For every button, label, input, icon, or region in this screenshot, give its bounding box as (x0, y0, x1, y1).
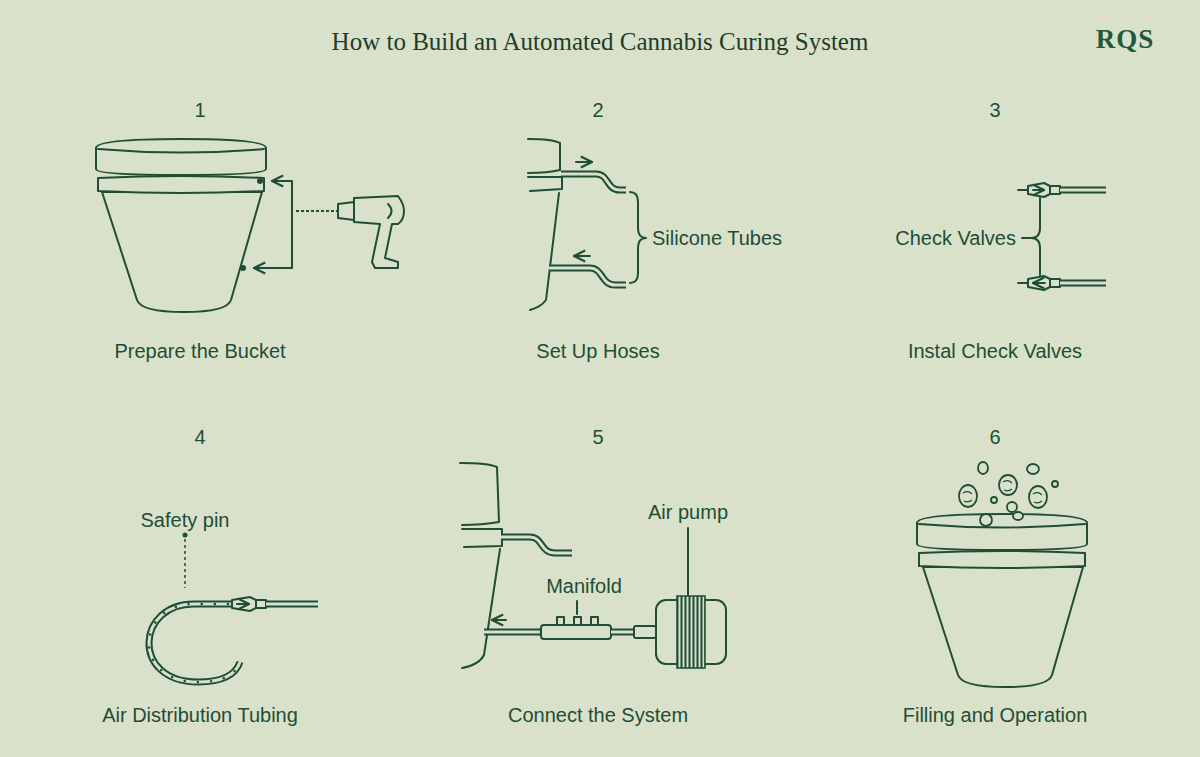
system-drawing (460, 463, 726, 668)
drill-drawing (296, 196, 404, 268)
check-valves-drawing (1018, 183, 1106, 290)
step-number: 3 (989, 99, 1000, 122)
step-caption: Connect the System (508, 704, 688, 727)
part-label: Silicone Tubes (652, 227, 782, 250)
step-number: 4 (194, 426, 205, 449)
filled-bucket-drawing (917, 462, 1087, 687)
part-label: Air pump (648, 501, 728, 524)
step-number: 5 (592, 426, 603, 449)
step-caption: Prepare the Bucket (114, 340, 285, 363)
title: How to Build an Automated Cannabis Curin… (332, 28, 869, 57)
part-label: Check Valves (895, 227, 1016, 250)
bucket-drawing (96, 139, 292, 312)
step-number: 1 (194, 99, 205, 122)
step-caption: Set Up Hoses (536, 340, 659, 363)
step-caption: Instal Check Valves (908, 340, 1082, 363)
part-label: Safety pin (141, 509, 230, 532)
hoses-drawing (528, 139, 646, 310)
logo: RQS (1096, 24, 1155, 55)
part-label: Manifold (546, 575, 622, 598)
tubing-drawing (149, 533, 318, 683)
step-number: 2 (592, 99, 603, 122)
step-caption: Air Distribution Tubing (102, 704, 298, 727)
step-caption: Filling and Operation (903, 704, 1088, 727)
step-number: 6 (989, 426, 1000, 449)
